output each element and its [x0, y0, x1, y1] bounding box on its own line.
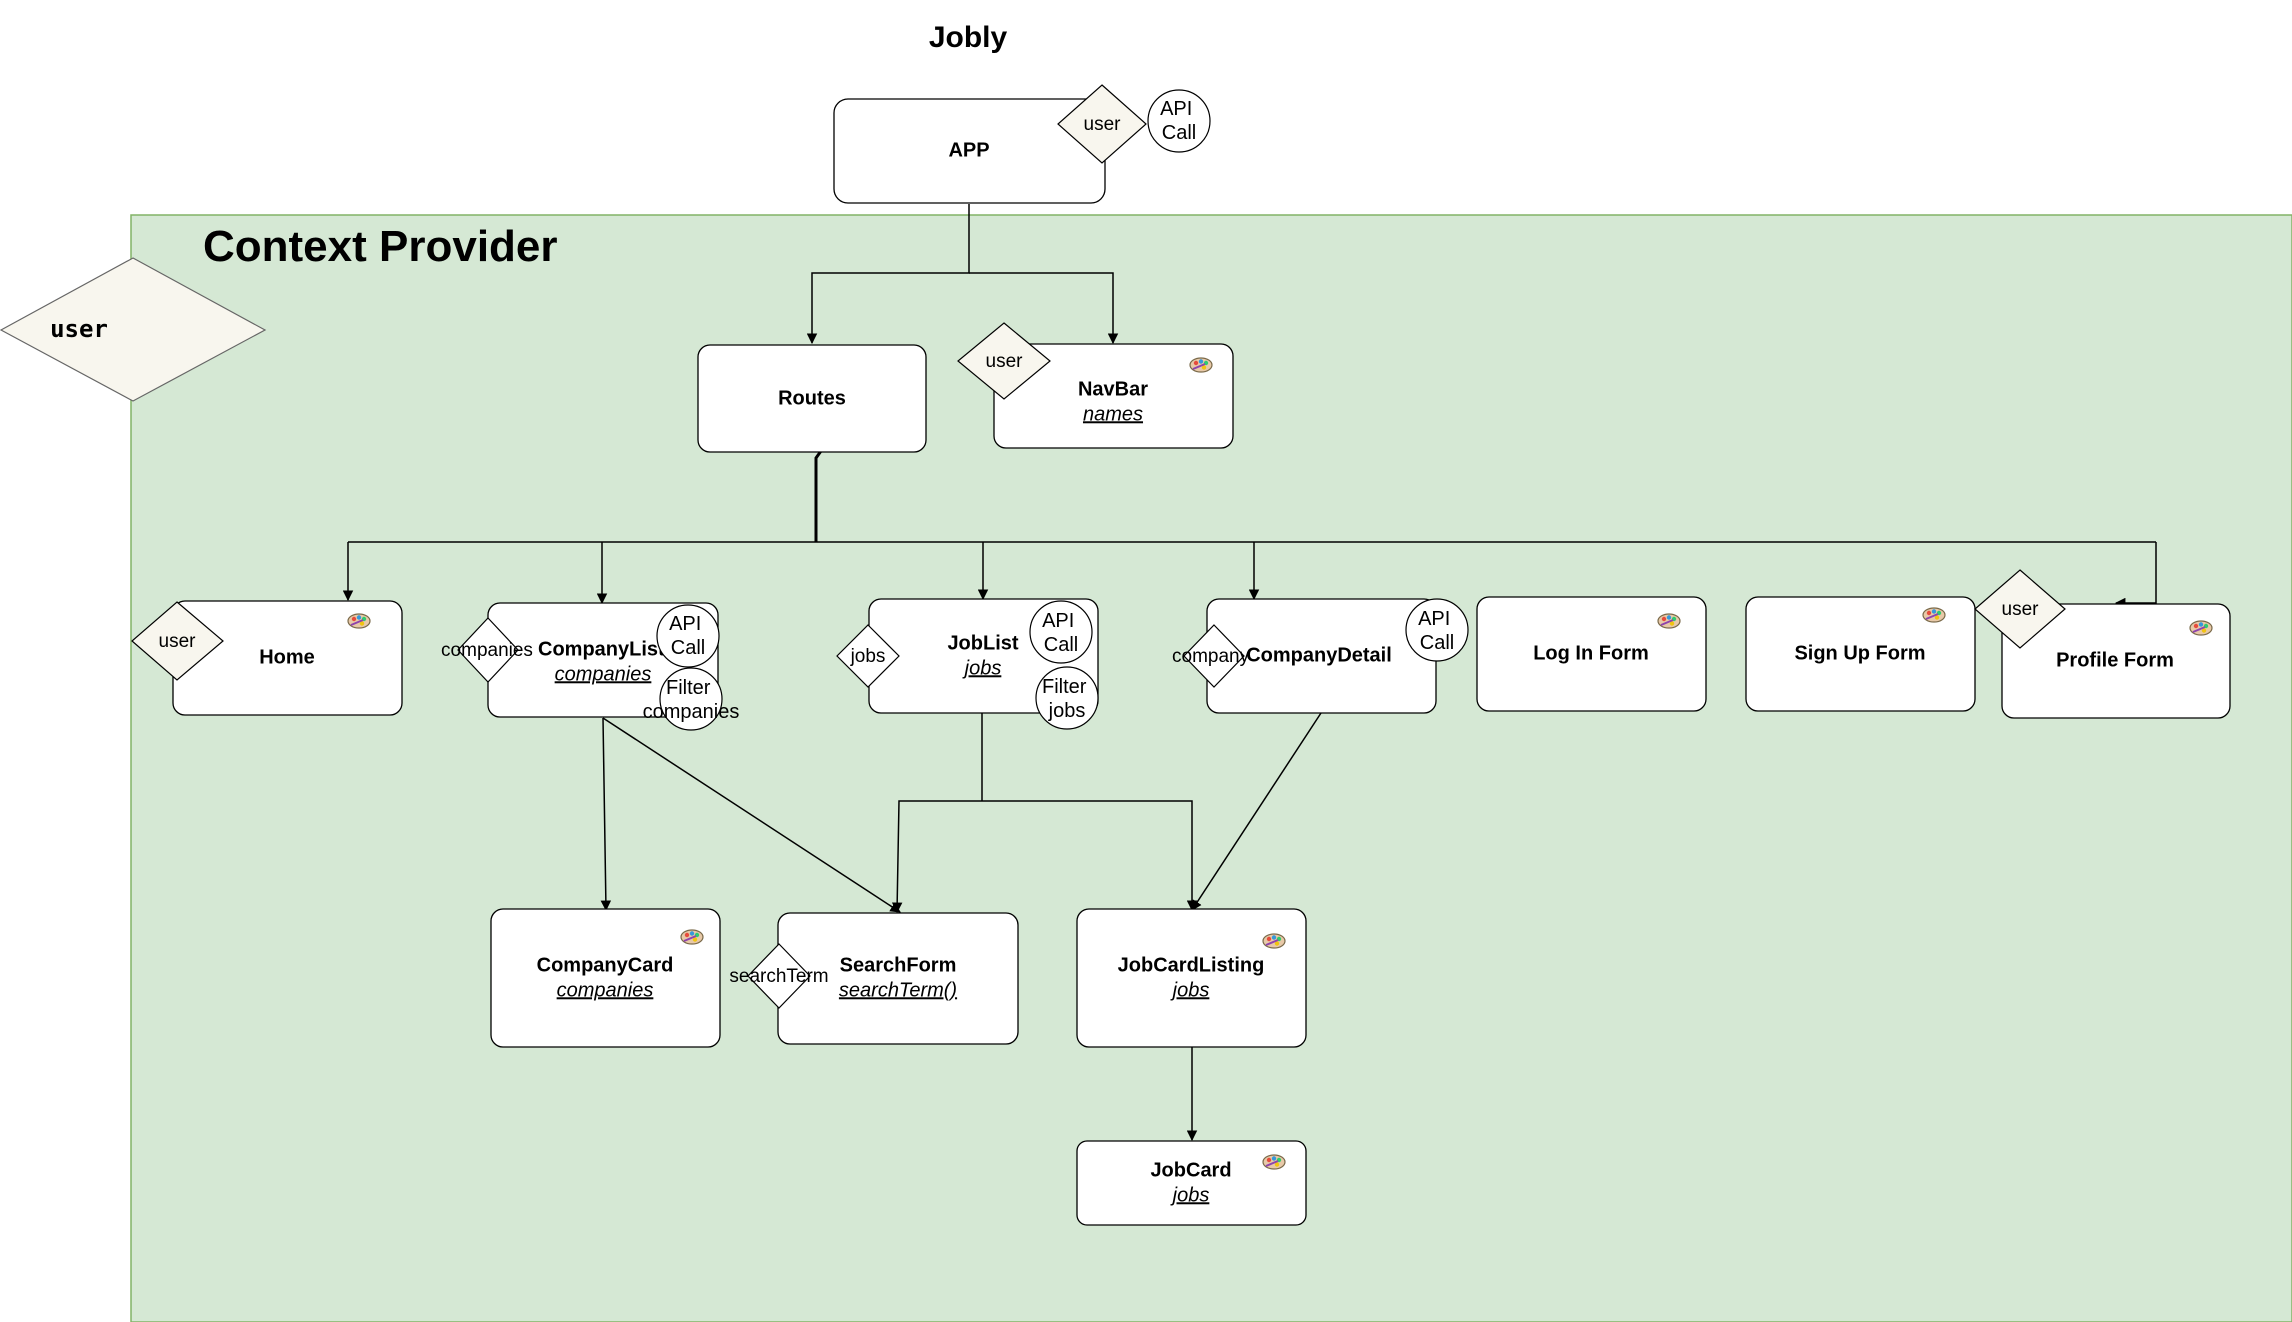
- joblist-effect-filter-text: Filter jobs: [1042, 676, 1092, 722]
- searchform-state-label: searchTerm: [729, 966, 828, 987]
- palette-icon: [1189, 357, 1213, 373]
- app-effect-text: API Call: [1160, 98, 1198, 144]
- app-effect-line-2: Call: [1162, 122, 1196, 144]
- palette-icon: [347, 613, 371, 629]
- searchform-prop: searchTerm(): [839, 979, 957, 1001]
- joblist-effect-filter-line-2: jobs: [1048, 700, 1086, 722]
- palette-icon: [2189, 620, 2213, 636]
- companylist-effect-api-text: API Call: [669, 613, 707, 659]
- navbar-state-label: user: [986, 351, 1024, 372]
- navbar-prop: names: [1083, 403, 1143, 425]
- app-effect-circle: [1147, 89, 1211, 153]
- navbar-state-diamond: [957, 322, 1051, 400]
- home-label: Home: [259, 646, 315, 668]
- companydetail-label: CompanyDetail: [1246, 644, 1392, 666]
- companydetail-effect-text: API Call: [1418, 608, 1456, 654]
- companylist-effect-api-line-1: API: [669, 613, 701, 635]
- edge-companydetail-jobcardlisting: [1191, 712, 1322, 911]
- node-app[interactable]: APP user API Call: [833, 84, 1211, 204]
- joblist-state-label: jobs: [850, 646, 886, 667]
- context-provider-label: Context Provider: [203, 222, 558, 271]
- companylist-effect-api-circle: [656, 604, 720, 668]
- joblist-effect-api-line-1: API: [1042, 610, 1074, 632]
- joblist-effect-filter-circle: [1035, 666, 1099, 730]
- companydetail-effect-line-2: Call: [1420, 632, 1454, 654]
- provider-state-label: user: [50, 315, 108, 343]
- routes-label: Routes: [778, 387, 846, 409]
- node-job-card[interactable]: JobCard jobs: [1076, 1140, 1307, 1226]
- edge-routes-trunk: [814, 450, 823, 542]
- palette-icon: [1262, 1154, 1286, 1170]
- app-state-diamond: [1057, 84, 1147, 164]
- signupform-label: Sign Up Form: [1794, 642, 1925, 664]
- companylist-effect-filter-line-1: Filter: [666, 677, 711, 699]
- jobcardlisting-prop: jobs: [1170, 979, 1210, 1001]
- edge-routes-profileform: [2114, 542, 2157, 609]
- joblist-prop: jobs: [962, 657, 1002, 679]
- joblist-state-diamond: [836, 624, 900, 688]
- diagram-title: Jobly: [929, 21, 1008, 54]
- companylist-label: CompanyList: [538, 638, 665, 660]
- companylist-effect-api-line-2: Call: [671, 637, 705, 659]
- profileform-label: Profile Form: [2056, 649, 2174, 671]
- searchform-state-diamond: [747, 943, 811, 1009]
- companylist-state-label: companies: [441, 640, 533, 661]
- joblist-effect-filter-line-1: Filter: [1042, 676, 1087, 698]
- node-navbar[interactable]: user NavBar names: [957, 322, 1234, 449]
- app-effect-line-1: API: [1160, 98, 1192, 120]
- profileform-state-diamond: [1974, 569, 2066, 649]
- edge-joblist-jobcardlisting: [982, 800, 1198, 912]
- companylist-state-diamond: [457, 617, 519, 683]
- companylist-prop: companies: [555, 663, 652, 685]
- palette-icon: [680, 929, 704, 945]
- node-search-form[interactable]: searchTerm SearchForm searchTerm(): [729, 912, 1019, 1045]
- palette-icon: [1922, 607, 1946, 623]
- provider-state-diamond: [0, 257, 267, 402]
- edge-app-navbar: [969, 272, 1119, 345]
- edge-app-routes: [806, 204, 970, 345]
- joblist-effect-api-circle: [1029, 600, 1093, 664]
- companylist-effect-filter-circle: [659, 667, 723, 731]
- companylist-effect-filter-text: Filter companies: [643, 677, 740, 723]
- companydetail-state-label: company: [1172, 646, 1250, 667]
- node-routes[interactable]: Routes: [697, 344, 927, 453]
- loginform-label: Log In Form: [1533, 642, 1649, 664]
- home-state-label: user: [159, 631, 197, 652]
- node-profile-form[interactable]: user Profile Form: [1974, 569, 2231, 719]
- companydetail-state-diamond: [1183, 624, 1245, 688]
- navbar-label: NavBar: [1078, 378, 1148, 400]
- jobcard-label: JobCard: [1150, 1159, 1231, 1181]
- palette-icon: [1657, 613, 1681, 629]
- node-signup-form[interactable]: Sign Up Form: [1745, 596, 1976, 712]
- companylist-effect-filter-line-2: companies: [643, 701, 740, 723]
- home-state-diamond: [131, 601, 224, 681]
- node-job-list[interactable]: jobs JobList jobs API Call Filter jobs: [836, 598, 1099, 730]
- app-state-label: user: [1084, 114, 1122, 135]
- palette-icon: [1262, 933, 1286, 949]
- node-company-card[interactable]: CompanyCard companies: [490, 908, 721, 1048]
- node-job-card-listing[interactable]: JobCardListing jobs: [1076, 908, 1307, 1048]
- node-home[interactable]: user Home: [131, 600, 403, 716]
- app-label: APP: [948, 139, 989, 161]
- companydetail-effect-circle: [1405, 598, 1469, 662]
- companydetail-effect-line-1: API: [1418, 608, 1450, 630]
- edge-companylist-searchform: [602, 717, 901, 913]
- jobcardlisting-label: JobCardListing: [1118, 954, 1265, 976]
- searchform-label: SearchForm: [840, 954, 957, 976]
- node-company-detail[interactable]: company CompanyDetail API Call: [1172, 598, 1469, 714]
- joblist-label: JobList: [947, 632, 1018, 654]
- joblist-effect-api-line-2: Call: [1044, 634, 1078, 656]
- node-login-form[interactable]: Log In Form: [1476, 596, 1707, 712]
- profileform-state-label: user: [2002, 599, 2040, 620]
- jobcard-prop: jobs: [1170, 1184, 1210, 1206]
- joblist-effect-api-text: API Call: [1042, 610, 1080, 656]
- edge-joblist-searchform: [891, 800, 982, 914]
- node-company-list[interactable]: companies CompanyList companies API Call…: [441, 602, 740, 731]
- companycard-label: CompanyCard: [537, 954, 674, 976]
- edge-companylist-companycard: [600, 717, 612, 912]
- companycard-prop: companies: [557, 979, 654, 1001]
